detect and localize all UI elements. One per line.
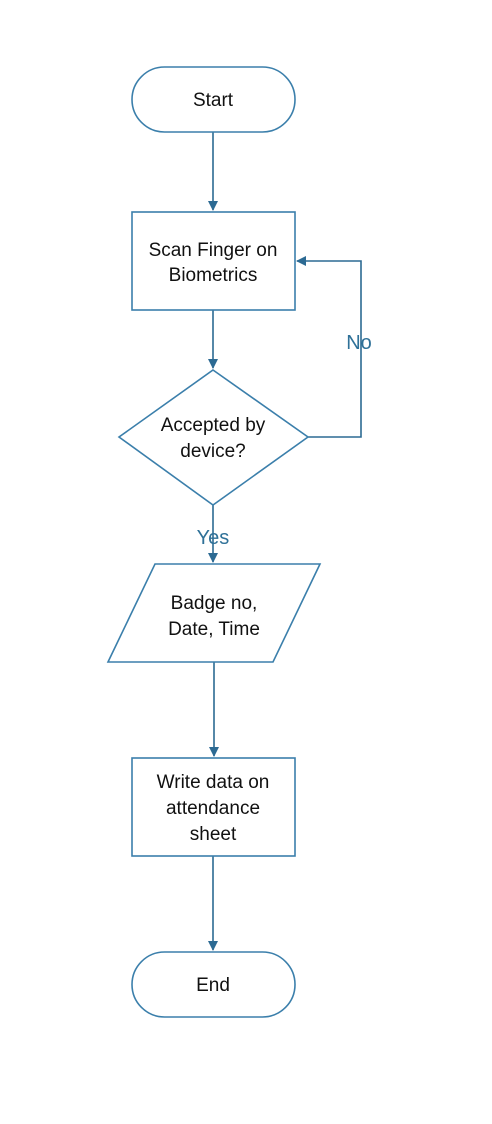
write-data-label-line-2: attendance bbox=[166, 798, 260, 819]
end-label: End bbox=[196, 975, 230, 996]
scan-finger-label-line-2: Biometrics bbox=[169, 265, 258, 286]
end-terminator-shape bbox=[131, 951, 296, 1018]
edge-label-no: No bbox=[346, 332, 372, 354]
badge-data-parallelogram bbox=[106, 563, 322, 663]
scan-finger-process-shape bbox=[131, 211, 296, 311]
write-data-label-line-1: Write data on bbox=[157, 772, 270, 793]
start-label: Start bbox=[193, 90, 234, 111]
scan-finger-label-line-1: Scan Finger on bbox=[149, 240, 278, 261]
edge-decision-no-loop bbox=[296, 256, 362, 438]
accepted-decision-label-line-2: device? bbox=[180, 441, 246, 462]
write-data-node: Write data on attendance sheet bbox=[131, 757, 296, 857]
end-node: End bbox=[131, 951, 296, 1018]
connectors bbox=[208, 132, 362, 951]
badge-data-node: Badge no, Date, Time bbox=[106, 563, 322, 663]
badge-data-label-line-2: Date, Time bbox=[168, 619, 260, 640]
accepted-decision-node: Accepted by device? bbox=[117, 369, 310, 506]
write-data-process-shape bbox=[131, 757, 296, 857]
start-terminator-shape bbox=[131, 66, 296, 133]
badge-data-label-line-1: Badge no, bbox=[171, 593, 258, 614]
scan-finger-node: Scan Finger on Biometrics bbox=[131, 211, 296, 311]
start-node: Start bbox=[131, 66, 296, 133]
write-data-label-line-3: sheet bbox=[190, 824, 237, 845]
edge-label-yes: Yes bbox=[197, 527, 230, 549]
accepted-decision-label-line-1: Accepted by bbox=[161, 415, 266, 436]
accepted-decision-diamond bbox=[117, 369, 310, 506]
